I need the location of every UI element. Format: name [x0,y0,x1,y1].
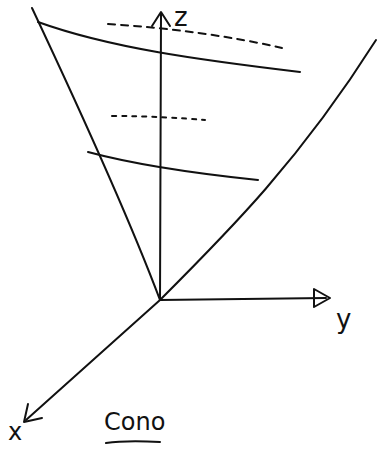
figure-label: Cono [104,410,165,434]
x-axis [26,300,160,420]
axis-label: x [8,420,22,444]
lower-ellipse-front [88,152,258,180]
axis-label: y [336,306,351,332]
z-axis [160,14,161,300]
label-underline [106,441,160,443]
cone-right-edge [160,40,376,300]
y-arrowhead [314,289,330,307]
x-arrowhead [24,404,42,422]
upper-ellipse-back [108,24,282,48]
upper-ellipse-front [38,22,300,72]
z-arrowhead [152,12,170,26]
y-axis [160,298,326,300]
axis-label: z [174,4,188,30]
lower-ellipse-back [112,116,205,120]
